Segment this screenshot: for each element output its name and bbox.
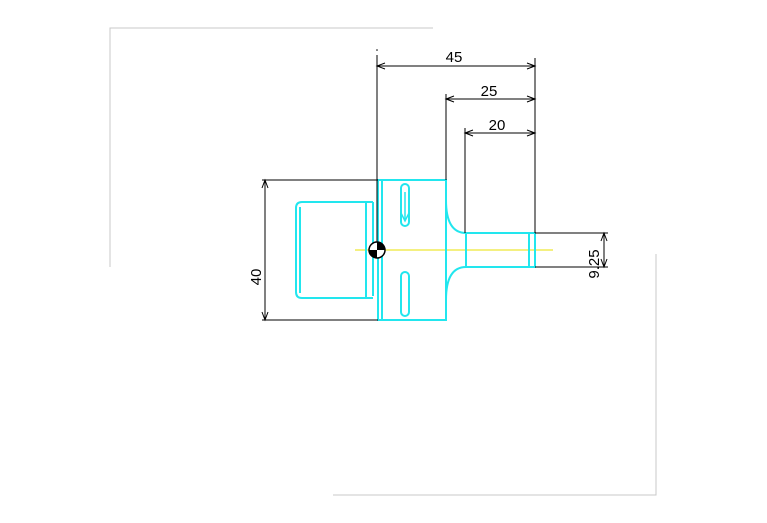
sheet-frame-upper-left	[109, 27, 433, 267]
sheet-frame-lower-right	[333, 254, 657, 496]
dim-label-9-25: 9.25	[586, 249, 603, 278]
down-arrow-icon	[400, 192, 410, 223]
shaft	[445, 199, 536, 301]
lower-slot	[400, 271, 410, 317]
dim-label-25: 25	[481, 83, 498, 100]
sheet-border	[109, 27, 657, 496]
origin-tick	[376, 49, 378, 51]
dim-label-20: 20	[489, 117, 506, 134]
dimension-lines	[261, 55, 608, 322]
dim-label-40: 40	[248, 269, 265, 286]
origin-target-icon[interactable]	[368, 241, 386, 259]
upper-slot	[400, 183, 410, 227]
dim-label-45: 45	[446, 49, 463, 66]
